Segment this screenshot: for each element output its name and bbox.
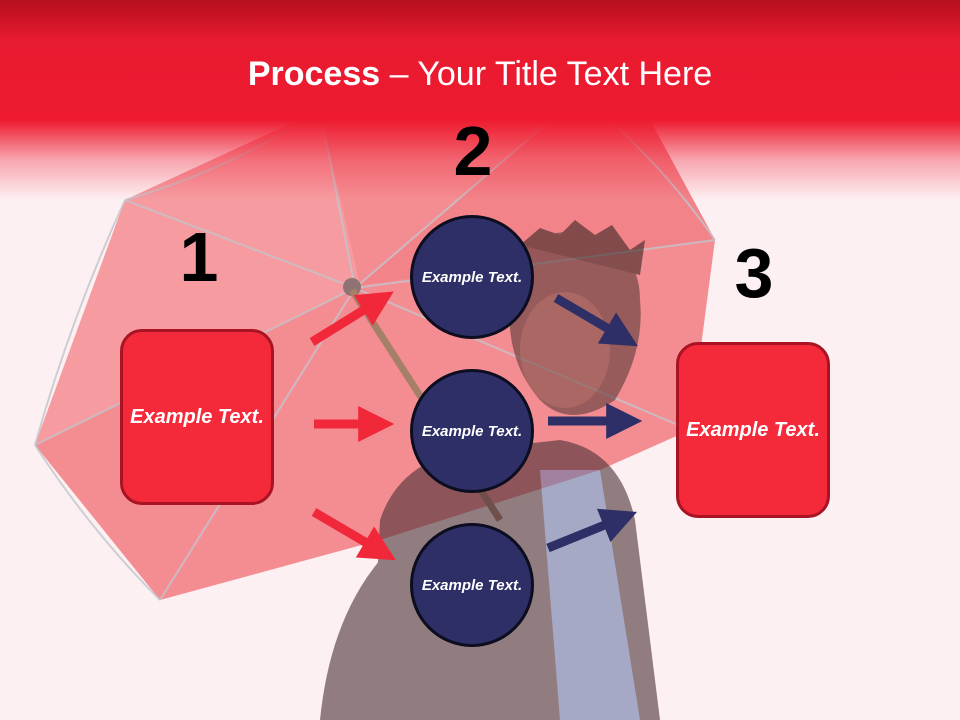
title-bar [0, 0, 960, 200]
step-number-1: 1 [179, 218, 219, 296]
step-2-circle-top: Example Text. [410, 215, 534, 339]
step-2-circle-middle: Example Text. [410, 369, 534, 493]
title-bold: Process [247, 55, 381, 93]
step-number-2: 2 [453, 112, 493, 190]
step-1-box: Example Text. [120, 329, 274, 505]
step-2-label-middle: Example Text. [421, 422, 523, 440]
step-number-3: 3 [734, 234, 774, 312]
step-2-label-top: Example Text. [421, 268, 523, 286]
slide-title: Process – Your Title Text Here [0, 52, 960, 96]
step-3-box: Example Text. [676, 342, 830, 518]
step-3-label: Example Text. [686, 418, 820, 441]
title-rest: – Your Title Text Here [380, 55, 713, 93]
step-1-label: Example Text. [130, 405, 264, 428]
step-2-circle-bottom: Example Text. [410, 523, 534, 647]
step-2-label-bottom: Example Text. [421, 576, 523, 594]
